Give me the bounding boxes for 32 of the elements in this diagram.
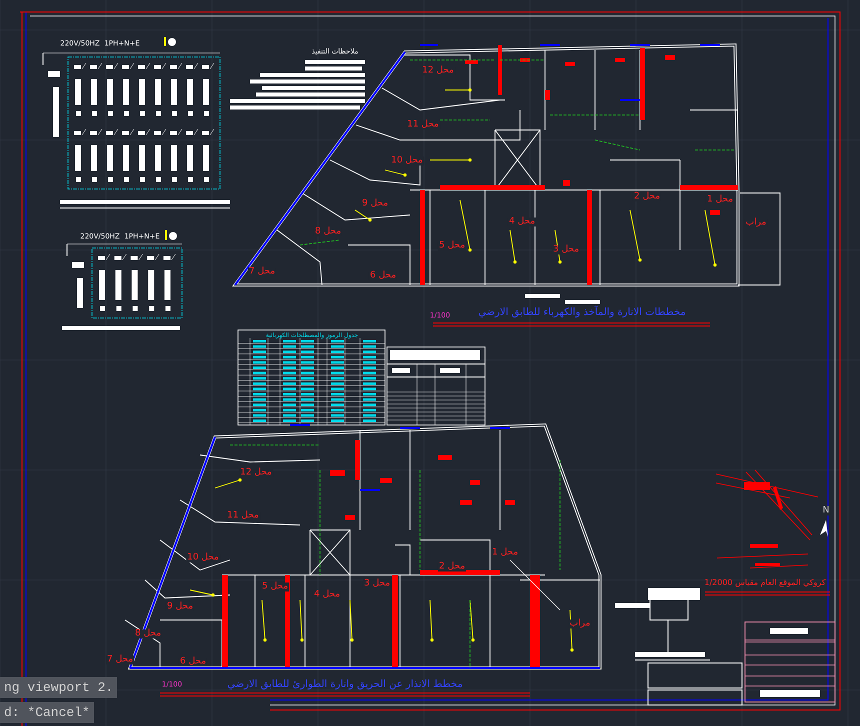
room-label: محل 3 bbox=[552, 246, 580, 254]
north-label: N bbox=[822, 506, 830, 516]
room-label: محل 3 bbox=[362, 580, 392, 588]
command-line-text: d: *Cancel* bbox=[0, 702, 94, 723]
command-line-text: ng viewport 2. bbox=[0, 677, 118, 698]
room-label: محل 7 bbox=[106, 656, 134, 664]
plan-title: مخطط الانذار عن الحريق وانارة الطوارئ للطابق الارضي bbox=[227, 680, 463, 690]
room-label: محل 8 bbox=[314, 228, 342, 236]
room-label: محل 7 bbox=[248, 268, 276, 276]
room-label: محل 10 bbox=[186, 554, 220, 562]
room-label: محل 4 bbox=[312, 590, 342, 600]
room-label: محل 2 bbox=[632, 192, 662, 202]
room-label: محل 12 bbox=[239, 468, 273, 478]
room-label: محل 1 bbox=[706, 196, 734, 204]
room-label: محل 6 bbox=[368, 272, 398, 280]
room-label: محل 9 bbox=[360, 200, 390, 208]
site-plan-title: كروكي الموقع العام مقياس 1/2000 bbox=[704, 579, 826, 587]
room-label: محل 10 bbox=[390, 156, 424, 166]
room-label: محل 8 bbox=[134, 630, 162, 638]
room-label: محل 12 bbox=[421, 66, 455, 76]
room-label: محل 5 bbox=[438, 242, 466, 250]
room-label: محل 4 bbox=[508, 218, 536, 226]
room-label: محل 11 bbox=[226, 512, 260, 520]
room-label: محل 2 bbox=[438, 562, 466, 572]
room-label: محل 1 bbox=[490, 548, 520, 558]
room-label: محل 6 bbox=[178, 658, 208, 666]
plan-title: مخططات الانارة والمآخذ والكهرباء للطابق الارضي bbox=[478, 308, 686, 318]
room-label: محل 9 bbox=[166, 602, 194, 612]
room-label: مراب bbox=[744, 218, 768, 228]
room-label: مراب bbox=[568, 620, 592, 628]
room-label: محل 5 bbox=[260, 582, 290, 592]
room-label: محل 11 bbox=[406, 120, 440, 130]
